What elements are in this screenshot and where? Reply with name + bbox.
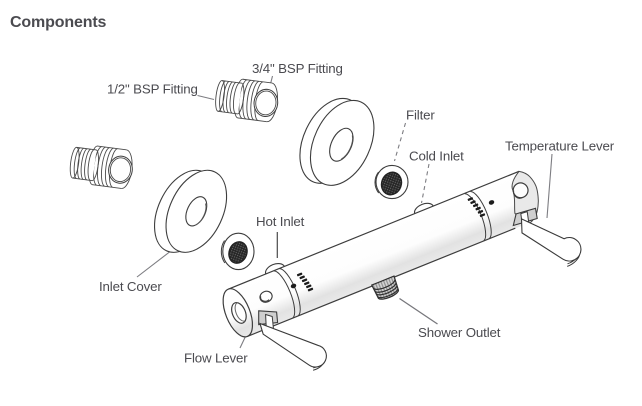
svg-text:Inlet Cover: Inlet Cover [99, 279, 162, 294]
svg-text:Filter: Filter [406, 107, 435, 122]
svg-text:3/4" BSP Fitting: 3/4" BSP Fitting [252, 61, 343, 76]
svg-text:Cold Inlet: Cold Inlet [409, 149, 464, 164]
svg-text:1/2" BSP Fitting: 1/2" BSP Fitting [107, 81, 198, 96]
svg-text:Temperature Lever: Temperature Lever [505, 139, 615, 154]
svg-text:Hot Inlet: Hot Inlet [256, 214, 305, 229]
svg-text:Components: Components [10, 14, 107, 31]
svg-text:Shower Outlet: Shower Outlet [418, 325, 501, 340]
svg-text:Flow Lever: Flow Lever [184, 351, 248, 366]
